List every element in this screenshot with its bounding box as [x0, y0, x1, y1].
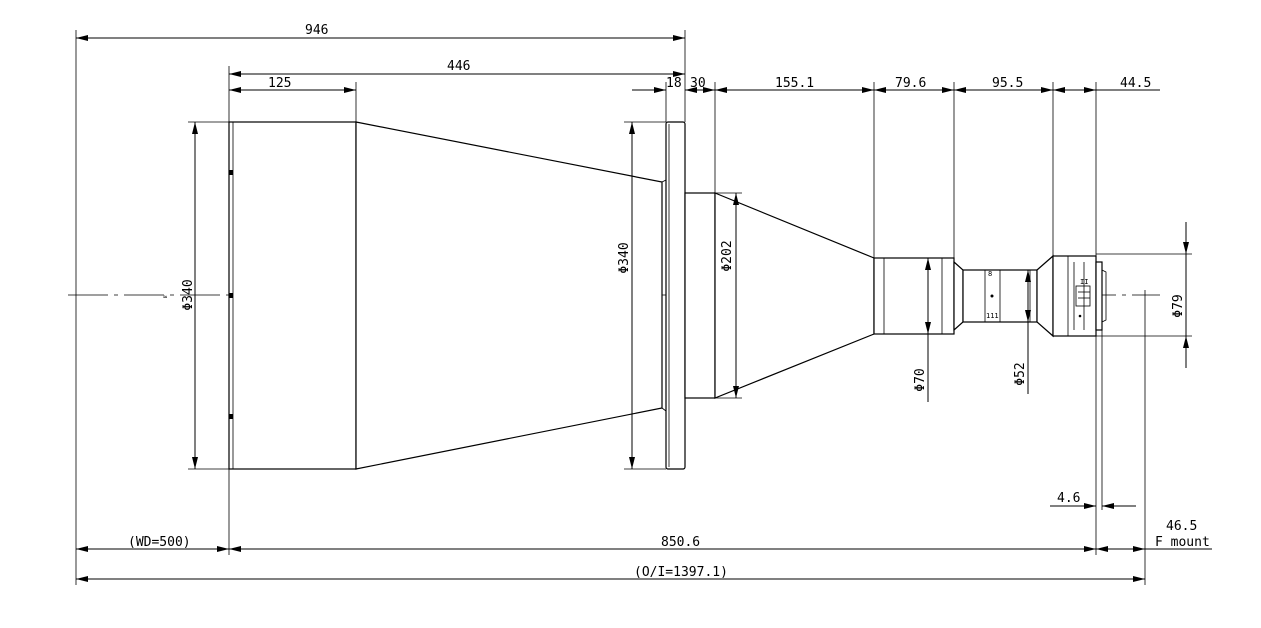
- dim-mount-segment: 44.5: [1120, 76, 1151, 91]
- dim-flange: 18: [666, 76, 682, 91]
- f-mount: [1095, 261, 1103, 331]
- dim-front-tube-length: 446: [447, 59, 470, 74]
- dim-barrel-diameter-1: Φ70: [913, 368, 928, 391]
- dim-collar: 30: [690, 76, 706, 91]
- diameter-dimensions: Φ340 Φ340 Φ202 Φ70 Φ52 Φ79: [181, 122, 1189, 469]
- mount-body: [1052, 255, 1097, 337]
- dim-front-hood: 125: [268, 76, 291, 91]
- dim-barrel-1: 79.6: [895, 76, 926, 91]
- dim-lens-length: 850.6: [661, 535, 700, 550]
- dim-mount-offset: 4.6: [1057, 491, 1080, 506]
- dim-flange-focal: 46.5: [1166, 519, 1197, 534]
- barrel-mark-a: 111: [986, 312, 999, 320]
- dim-overall-length: 946: [305, 23, 328, 38]
- dim-barrel-diameter-2: Φ52: [1013, 362, 1028, 385]
- barrel-mark-c: II: [1080, 278, 1088, 286]
- dim-mount-type: F mount: [1155, 535, 1210, 550]
- horizontal-dimensions: 946 446 125 18 30 155.1 79.6 95.5 44.5 4…: [76, 23, 1212, 582]
- dim-cone: 155.1: [775, 76, 814, 91]
- front-hood: [228, 121, 357, 470]
- dim-working-distance: (WD=500): [128, 535, 191, 550]
- extension-lines: [75, 30, 1192, 585]
- dim-barrel-2: 95.5: [992, 76, 1023, 91]
- front-cone: [355, 121, 663, 470]
- dim-cone-diameter: Φ202: [720, 240, 735, 271]
- dim-front-diameter: Φ340: [181, 279, 196, 310]
- dim-mount-diameter: Φ79: [1171, 294, 1186, 317]
- rear-cone: [714, 192, 875, 399]
- barrel-mark-b: 8: [988, 270, 992, 278]
- dim-object-to-image: (O/I=1397.1): [634, 565, 728, 580]
- axis-break-symbol: ≈: [163, 293, 167, 301]
- lens-body: 111 8 II: [228, 121, 1107, 470]
- collar: [684, 192, 716, 399]
- dim-flange-diameter: Φ340: [617, 242, 632, 273]
